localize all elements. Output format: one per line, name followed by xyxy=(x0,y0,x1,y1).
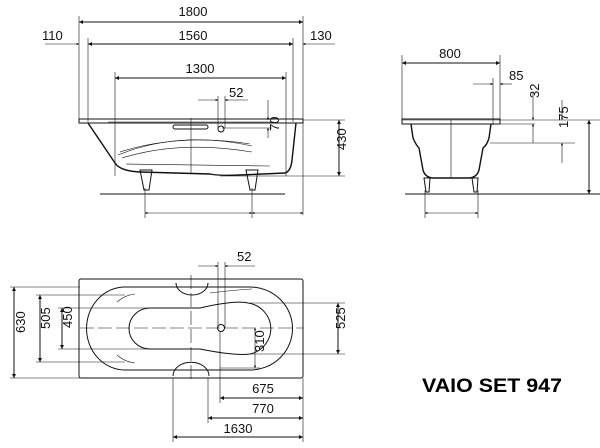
label-525: 525 xyxy=(333,307,348,329)
overflow-bottom xyxy=(172,361,210,377)
product-title: VAIO SET 947 xyxy=(422,376,562,397)
label-110: 110 xyxy=(42,28,63,43)
overflow-slot xyxy=(172,124,209,130)
label-450: 450 xyxy=(60,306,75,328)
side-view: 1800 1560 110 130 1300 52 70 430 xyxy=(42,4,349,218)
plan-view: 52 630 505 450 525 310 675 770 1630 xyxy=(10,249,348,442)
label-1630: 1630 xyxy=(224,421,253,436)
label-800: 800 xyxy=(439,46,461,61)
end-leg-right xyxy=(471,177,479,193)
label-630: 630 xyxy=(13,311,28,333)
label-505: 505 xyxy=(38,307,53,329)
label-70: 70 xyxy=(267,117,282,131)
label-430: 430 xyxy=(334,128,349,150)
outer-basin xyxy=(86,286,293,371)
label-32: 32 xyxy=(527,84,542,98)
end-view: 800 85 32 175 xyxy=(401,46,600,218)
leg-left xyxy=(139,169,153,191)
label-770: 770 xyxy=(252,401,274,416)
label-1560: 1560 xyxy=(179,28,208,43)
tub-body xyxy=(87,122,297,177)
label-1300: 1300 xyxy=(186,61,215,76)
overflow-top xyxy=(175,282,209,296)
label-1800: 1800 xyxy=(179,4,208,19)
label-52-plan: 52 xyxy=(237,249,251,264)
label-175: 175 xyxy=(556,106,571,128)
end-leg-left xyxy=(423,177,431,193)
drain-plan xyxy=(217,324,225,332)
leg-right xyxy=(245,169,259,191)
label-130: 130 xyxy=(310,28,332,43)
label-675: 675 xyxy=(252,381,274,396)
label-310: 310 xyxy=(252,330,267,352)
label-85: 85 xyxy=(509,68,523,83)
inner-basin xyxy=(128,301,272,355)
drain-side xyxy=(217,125,225,133)
label-52-side: 52 xyxy=(229,85,243,100)
